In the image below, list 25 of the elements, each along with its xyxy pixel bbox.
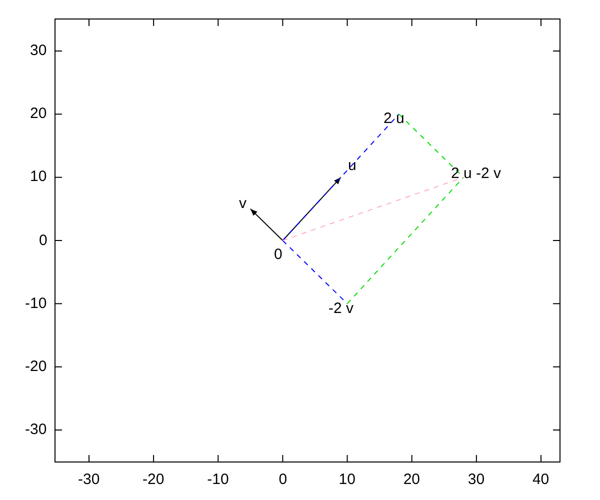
x-tick-label: 20 xyxy=(403,472,420,488)
point-label: v xyxy=(239,196,246,212)
x-tick-label: 40 xyxy=(532,472,550,488)
point-label: 2 u -2 v xyxy=(451,166,502,182)
y-tick-label: 30 xyxy=(30,42,47,59)
x-tick-label: -20 xyxy=(142,472,164,488)
line xyxy=(282,176,464,241)
y-tick-label: -20 xyxy=(25,358,47,375)
y-tick-label: 10 xyxy=(30,169,47,186)
line xyxy=(346,176,464,304)
x-tick-label: 30 xyxy=(468,472,485,488)
x-tick-label: -30 xyxy=(78,472,100,488)
point-label: 0 xyxy=(274,247,282,263)
line xyxy=(282,114,400,241)
vector-arrow xyxy=(250,208,284,241)
y-tick-label: 20 xyxy=(30,106,47,122)
y-tick-label: -30 xyxy=(25,422,47,438)
line xyxy=(282,240,348,304)
y-tick-label: -10 xyxy=(25,296,47,312)
point-label: 2 u xyxy=(384,111,404,127)
y-tick-label: 0 xyxy=(39,232,48,248)
x-tick-label: 10 xyxy=(338,472,356,488)
x-tick-label: -10 xyxy=(207,472,229,488)
x-tick-label: 0 xyxy=(278,472,288,488)
point-label: -2 v xyxy=(328,301,354,317)
